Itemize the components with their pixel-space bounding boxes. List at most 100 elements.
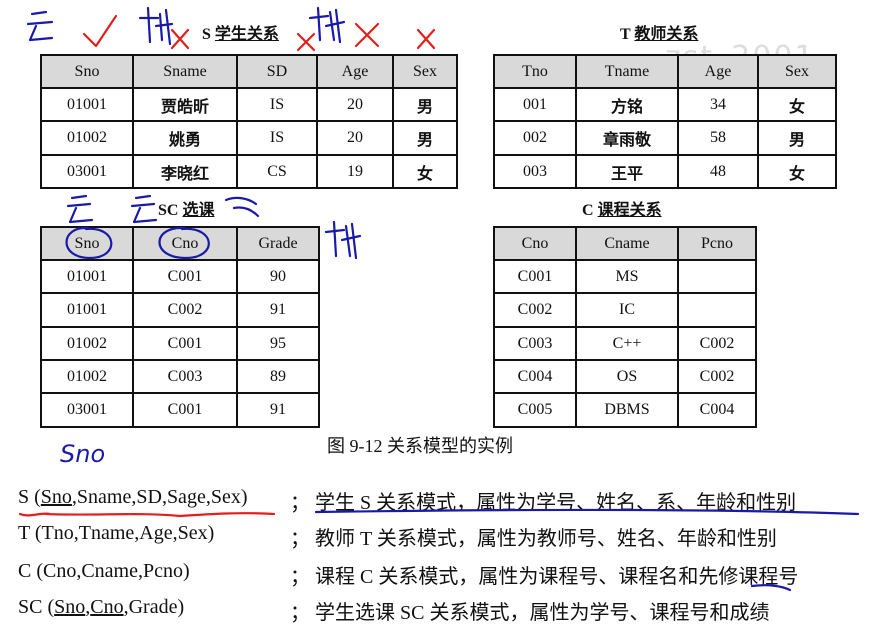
table-cell: C001 [132,326,238,361]
table-cell: 48 [677,154,759,189]
table-row: 01001 贾皓昕 IS 20 男 [40,87,458,122]
column-header: Cno [132,226,238,261]
schema-text: , [131,486,137,508]
column-header: Age [316,54,394,89]
table-cell: C001 [132,259,238,294]
column-header: Grade [236,226,320,261]
column-header: Tname [575,54,679,89]
schema-semicolon: ； [290,566,310,588]
table-row: 003 王平 48 女 [493,154,837,189]
c-course-table: Cno Cname Pcno C001 MS C002 IC C003 C++ … [493,226,757,428]
ink-zhu-mark [26,10,54,42]
table-cell: 男 [757,120,837,156]
table-cell: C002 [677,326,757,361]
table-cell: IS [236,120,318,156]
column-header: Pcno [677,226,757,261]
table-cell: C005 [493,392,577,428]
table-cell: 58 [677,120,759,156]
table-cell: 91 [236,292,320,328]
table-cell: C003 [493,326,577,361]
table-cell: 002 [493,120,577,156]
table-cell: 03001 [40,154,134,189]
table-cell: 01001 [40,259,134,294]
table-row: C001 MS [493,259,757,294]
table-cell: 001 [493,87,577,122]
ink-fei-mark [308,6,346,44]
table-row: 002 章雨敬 58 男 [493,120,837,156]
table-cell: DBMS [575,392,679,428]
ink-check-mark [82,14,118,48]
schema-description-c: 课程 C 关系模式，属性为课程号、课程名和先修课程号 [315,566,799,588]
table-cell: 01002 [40,120,134,156]
schema-text: , [205,486,211,508]
table-cell: 方铭 [575,87,679,122]
t-caption-title: 教师关系 [634,26,699,43]
table-cell: 91 [236,392,320,428]
ink-cross-mark [416,28,436,50]
table-cell: 19 [316,154,394,189]
sc-caption-title: 选课 [182,202,215,219]
table-cell: 李晓红 [132,154,238,189]
table-cell: 女 [757,87,837,122]
ink-fei-mark [138,6,174,46]
table-cell: C004 [493,359,577,394]
ink-fei-mark [324,220,362,260]
table-row: C002 IC [493,292,757,328]
ink-cross-mark [170,28,190,50]
column-header: Sname [132,54,238,89]
column-header: Sno [40,226,134,261]
ink-zhu-mark [66,194,94,224]
table-cell: 01001 [40,87,134,122]
table-cell: 03001 [40,392,134,428]
schema-line-c: C (Cno,Cname,Pcno) [18,560,190,583]
schema-text: , [85,596,91,618]
ink-cross-mark [296,32,316,52]
table-row: 01001 C002 91 [40,292,320,328]
s-student-table: Sno Sname SD Age Sex 01001 贾皓昕 IS 20 男 0… [40,54,458,189]
table-cell: C001 [493,259,577,294]
table-cell: 95 [236,326,320,361]
c-caption-title: 课程关系 [597,202,662,219]
column-header: Age [677,54,759,89]
table-cell [677,259,757,294]
s-caption-prefix: S [202,26,211,43]
table-cell: C001 [132,392,238,428]
table-cell: 34 [677,87,759,122]
column-header: Sno [40,54,134,89]
table-cell: 89 [236,359,320,394]
sc-table-caption: SC 选课 [158,196,214,220]
schema-text: SD [136,486,162,508]
table-cell: 01002 [40,359,134,394]
table-row: C003 C++ C002 [493,326,757,361]
table-cell: C002 [132,292,238,328]
s-caption-title: 学生关系 [214,26,279,43]
schema-text: SC ( [18,596,55,618]
table-cell: C004 [677,392,757,428]
table-row: 01002 C001 95 [40,326,320,361]
s-table-caption: S 学生关系 [202,20,279,44]
table-cell: 王平 [575,154,679,189]
t-teacher-table: Tno Tname Age Sex 001 方铭 34 女 002 章雨敬 58… [493,54,837,189]
table-cell: IC [575,292,679,328]
schema-text: ,Grade) [123,596,185,618]
sc-enrollment-table: Sno Cno Grade 01001 C001 90 01001 C002 9… [40,226,320,428]
table-cell: 贾皓昕 [132,87,238,122]
schema-text: ) [240,486,248,508]
column-header: Cname [575,226,679,261]
schema-key: Cno [90,596,124,618]
schema-line-s: S (Sno,Sname,SD,Sage,Sex) [18,486,248,509]
table-row: C005 DBMS C004 [493,392,757,428]
c-caption-prefix: C [582,202,594,219]
table-cell: OS [575,359,679,394]
schema-text: Sage [166,486,206,508]
column-header: Sex [757,54,837,89]
table-row: 01002 姚勇 IS 20 男 [40,120,458,156]
schema-key: Sno [54,596,86,618]
schema-text: S ( [18,486,41,508]
schema-line-t: T (Tno,Tname,Age,Sex) [18,522,214,545]
schema-text: T (Tno,Tname,Age,Sex) [18,522,215,544]
schema-key: Sno [40,486,72,508]
table-cell: IS [236,87,318,122]
table-cell: 20 [316,87,394,122]
schema-semicolon: ； [290,492,310,514]
